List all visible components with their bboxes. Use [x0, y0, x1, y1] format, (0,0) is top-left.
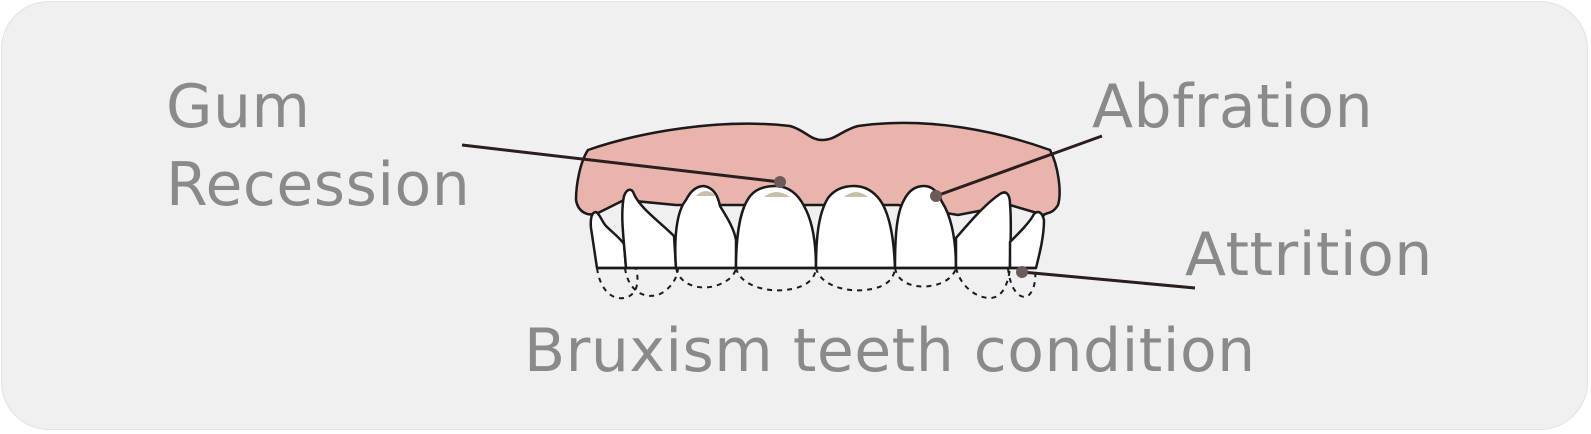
wear-spots: [696, 191, 868, 197]
attrition-label: Attrition: [1185, 220, 1433, 290]
abfraction-label: Abfration: [1092, 72, 1374, 142]
diagram-caption: Bruxism teeth condition: [524, 316, 1256, 386]
attrition-leader: [1021, 270, 1196, 290]
tooth-right-lateral: [893, 184, 958, 270]
tooth-right-central: [814, 184, 897, 270]
teeth: [589, 184, 1046, 270]
abfraction-marker: [930, 190, 942, 202]
tooth-far-right: [1008, 210, 1046, 270]
gum-shape: [574, 121, 1061, 217]
worn-tooth-outlines: [596, 267, 1037, 300]
tooth-far-left: [589, 210, 628, 270]
abfraction-leader: [935, 134, 1103, 198]
gum-recession-label-line2: Recession: [166, 150, 471, 220]
gum-recession-label: Gum Recession: [166, 68, 470, 224]
gum-recession-label-line1: Gum: [166, 72, 311, 142]
gum-recession-marker: [774, 176, 786, 188]
tooth-left-canine: [621, 188, 678, 270]
attrition-marker: [1016, 266, 1028, 278]
tooth-left-lateral: [674, 184, 738, 270]
gum-recession-leader: [461, 143, 781, 184]
